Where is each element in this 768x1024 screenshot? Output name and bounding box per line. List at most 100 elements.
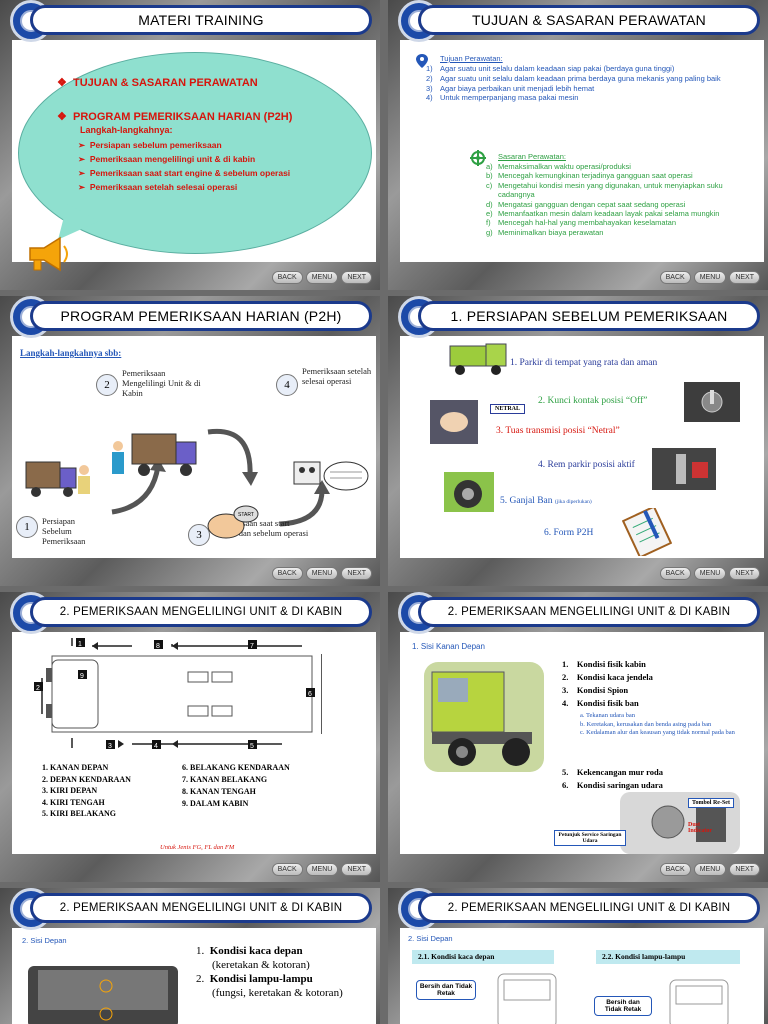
- list-item: 4. Kondisi fisik ban: [562, 698, 639, 708]
- next-button[interactable]: NEXT: [341, 271, 372, 284]
- step-3: 3 Pemeriksaan saat start engine dan sebe…: [188, 518, 310, 546]
- svg-text:6: 6: [308, 691, 312, 698]
- checklist-left: 1. KANAN DEPAN 2. DEPAN KENDARAAN 3. KIR…: [42, 762, 172, 820]
- svg-text:8: 8: [156, 643, 160, 650]
- clipboard-form-icon: [622, 508, 672, 556]
- slide-sisi-depan-2: 2. Sisi Depan 2.1. Kondisi kaca depan 2.…: [388, 888, 768, 1024]
- slide-title: 1. PERSIAPAN SEBELUM PEMERIKSAAN: [418, 301, 760, 331]
- checklist-right: 6. BELAKANG KENDARAAN 7. KANAN BELAKANG …: [182, 762, 290, 810]
- svg-text:4: 4: [154, 743, 158, 750]
- menu-button[interactable]: MENU: [305, 271, 339, 284]
- list-item: 1. Kondisi fisik kabin: [562, 659, 646, 669]
- sasaran-list: a)Memaksimalkan waktu operasi/produksi b…: [486, 162, 756, 237]
- svg-text:START: START: [238, 512, 254, 518]
- slide-body: ❖ TUJUAN & SASARAN PERAWATAN ❖ PROGRAM P…: [12, 40, 376, 272]
- slide-persiapan: 1. Parkir di tempat yang rata dan aman 2…: [388, 296, 768, 586]
- netral-label: NETRAL: [490, 404, 526, 414]
- step-label: Persiapan Sebelum Pemeriksaan: [42, 516, 86, 546]
- svg-text:3: 3: [108, 743, 112, 750]
- section-subtitle: 2. Sisi Depan: [408, 934, 453, 943]
- step-item: ➢ Pemeriksaan mengelilingi unit & di kab…: [78, 154, 256, 164]
- slide-body: 1. Sisi Kanan Depan 1. Kondisi fisik kab…: [400, 632, 764, 854]
- checklist-2: 5. Kekencangan mur roda 6. Kondisi sarin…: [562, 766, 663, 792]
- list-item: b)Mencegah kemungkinan terjadinya ganggu…: [486, 171, 693, 181]
- list-item-detail: (fungsi, keretakan & kotoran): [212, 987, 343, 999]
- next-button[interactable]: NEXT: [729, 271, 760, 284]
- bullet-program: ❖ PROGRAM PEMERIKSAAN HARIAN (P2H): [57, 111, 293, 123]
- key-start-illustration: START: [207, 505, 259, 539]
- menu-button[interactable]: MENU: [305, 567, 339, 580]
- truck-illustration: [25, 461, 90, 497]
- speech-bubble: [18, 52, 372, 254]
- list-item: 5. KIRI BELAKANG: [42, 809, 117, 818]
- list-item: a)Memaksimalkan waktu operasi/produksi: [486, 162, 631, 171]
- sasaran-heading: Sasaran Perawatan:: [498, 152, 566, 161]
- slide-tujuan-sasaran: Tujuan Perawatan: 1)Agar suatu unit sela…: [388, 0, 768, 290]
- back-button[interactable]: BACK: [659, 271, 691, 284]
- step-number-2: 2: [96, 374, 118, 396]
- slide-body: 2. Sisi Depan 2.1. Kondisi kaca depan 2.…: [400, 928, 764, 1024]
- step-item: ➢ Pemeriksaan saat start engine & sebelu…: [78, 168, 291, 178]
- ignition-key-photo: [684, 382, 740, 422]
- step-1: 1 Persiapan Sebelum Pemeriksaan: [16, 516, 106, 546]
- list-item: 1. KANAN DEPAN: [42, 763, 109, 772]
- dump-truck-photo: [449, 343, 507, 375]
- step-number-4: 4: [276, 374, 298, 396]
- checklist: 1. Kondisi kaca depan (keretakan & kotor…: [196, 944, 362, 1000]
- slide-body: Langkah-langkahnya sbb: 1 Persiapan Sebe…: [12, 336, 376, 558]
- menu-button[interactable]: MENU: [693, 271, 727, 284]
- list-item: 4)Untuk memperpanjang masa pakai mesin: [426, 93, 579, 103]
- list-item: e)Memanfaatkan mesin dalam keadaan layak…: [486, 209, 720, 219]
- step-label: Pemeriksaan saat start engine dan sebelu…: [214, 518, 309, 538]
- list-item: 3. Kondisi Spion: [562, 685, 629, 695]
- slide-materi-training: ❖ TUJUAN & SASARAN PERAWATAN ❖ PROGRAM P…: [0, 0, 380, 290]
- list-item-detail: (keretakan & kotoran): [212, 959, 310, 971]
- list-item: 2. DEPAN KENDARAAN: [42, 774, 131, 784]
- svg-text:7: 7: [250, 643, 254, 650]
- truck-mechanic-illustration: [112, 433, 197, 476]
- item-kunci: 2. Kunci kontak posisi “Off”: [538, 396, 648, 406]
- next-button[interactable]: NEXT: [729, 863, 760, 876]
- list-item: 1)Agar suatu unit selalu dalam keadaan s…: [426, 64, 675, 73]
- menu-button[interactable]: MENU: [693, 567, 727, 580]
- next-button[interactable]: NEXT: [341, 863, 372, 876]
- back-button[interactable]: BACK: [271, 271, 303, 284]
- bullet-tujuan-text: TUJUAN & SASARAN PERAWATAN: [72, 77, 258, 89]
- slide-body: 2. Sisi Depan 1. Kondisi kaca depan (ker…: [12, 928, 376, 1024]
- step-2: 2 Pemeriksaan Mengelilingi Unit & di Kab…: [96, 368, 206, 398]
- map-pin-icon: [416, 54, 428, 68]
- back-button[interactable]: BACK: [659, 567, 691, 580]
- list-item: f)Mencegah hal-hal yang membahayakan kes…: [486, 218, 677, 228]
- slide-body: 1. Parkir di tempat yang rata dan aman 2…: [400, 336, 764, 558]
- item-form: 6. Form P2H: [544, 528, 594, 538]
- step-4: 4 Pemeriksaan setelah selesai operasi: [276, 366, 372, 396]
- tujuan-heading: Tujuan Perawatan:: [440, 54, 503, 63]
- svg-text:1: 1: [78, 641, 82, 648]
- back-button[interactable]: BACK: [271, 567, 303, 580]
- menu-button[interactable]: MENU: [693, 863, 727, 876]
- next-button[interactable]: NEXT: [341, 567, 372, 580]
- slide-body: Tujuan Perawatan: 1)Agar suatu unit sela…: [400, 40, 764, 262]
- slide-title: MATERI TRAINING: [30, 5, 372, 35]
- slide-title: PROGRAM PEMERIKSAAN HARIAN (P2H): [30, 301, 372, 331]
- next-button[interactable]: NEXT: [729, 567, 760, 580]
- menu-button[interactable]: MENU: [305, 863, 339, 876]
- back-button[interactable]: BACK: [271, 863, 303, 876]
- back-button[interactable]: BACK: [659, 863, 691, 876]
- list-item: 7. KANAN BELAKANG: [182, 775, 268, 784]
- section-header-kaca: 2.1. Kondisi kaca depan: [412, 950, 554, 964]
- target-icon: [470, 150, 486, 166]
- checklist: 1. Kondisi fisik kabin 2. Kondisi kaca j…: [562, 658, 653, 710]
- list-item: b. Keretakan, kerusakan dan benda asing …: [580, 720, 712, 728]
- svg-text:9: 9: [80, 673, 84, 680]
- slide-title: 2. PEMERIKSAAN MENGELILINGI UNIT & DI KA…: [30, 893, 372, 923]
- list-item: 2. Kondisi kaca jendela: [562, 672, 653, 682]
- list-item: g)Meminimalkan biaya perawatan: [486, 227, 604, 237]
